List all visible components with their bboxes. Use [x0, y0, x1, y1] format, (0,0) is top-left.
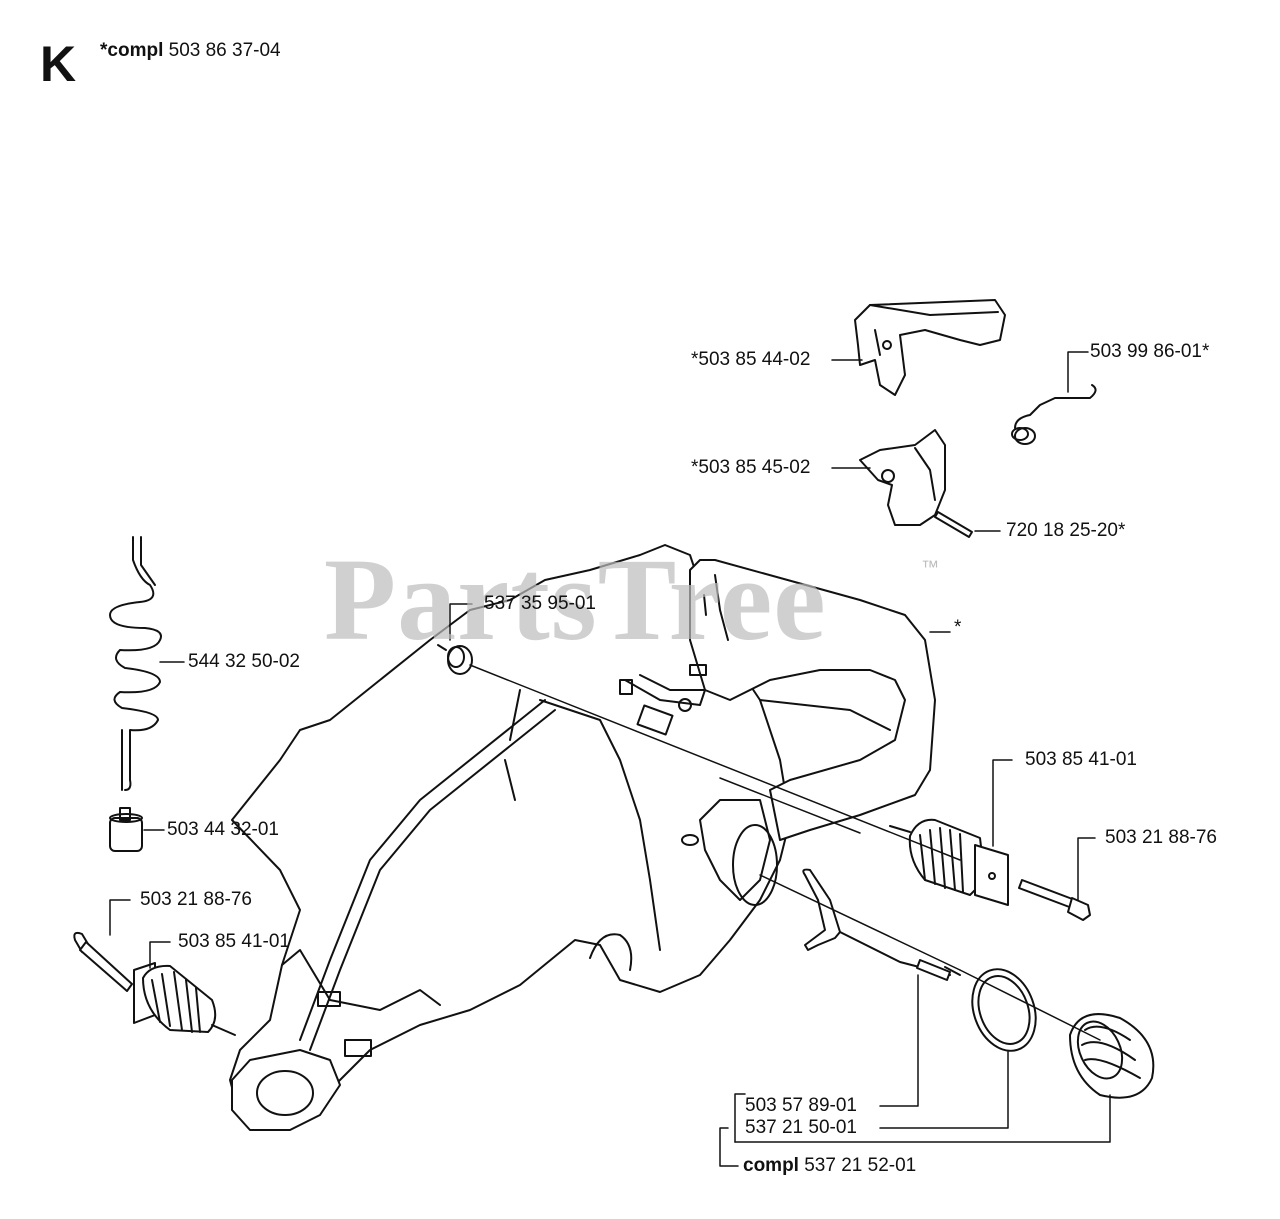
spring-wire-drawing — [1011, 384, 1097, 445]
part-label-fuel-filter[interactable]: 503 44 32-01 — [167, 819, 279, 840]
compl-number: 503 86 37-04 — [168, 40, 281, 61]
part-label-screw-right[interactable]: 503 21 88-76 — [1105, 827, 1217, 848]
screw-right-drawing — [1018, 879, 1091, 921]
throttle-lockout-drawing — [854, 299, 1006, 396]
fuel-cap-drawing — [1069, 1013, 1155, 1099]
fuel-hose-drawing — [109, 536, 162, 791]
part-label-pin[interactable]: 720 18 25-20* — [1006, 520, 1126, 541]
assembly-compl-label: *compl 503 86 37-04 — [100, 40, 281, 62]
part-label-buffer[interactable]: 537 35 95-01 — [484, 593, 596, 614]
part-label-av-element-right[interactable]: 503 85 41-01 — [1025, 749, 1137, 770]
part-label-fuel-hose[interactable]: 544 32 50-02 — [188, 651, 300, 672]
leader-lines — [109, 351, 1111, 1167]
av-element-left-drawing — [133, 962, 236, 1036]
screw-left-drawing — [73, 931, 133, 992]
compl-prefix: *compl — [100, 40, 164, 61]
part-label-cap-compl[interactable]: compl 537 21 52-01 — [743, 1155, 916, 1177]
cap-cable-drawing — [802, 868, 961, 981]
section-letter: K — [40, 36, 77, 92]
part-label-av-element-left[interactable]: 503 85 41-01 — [178, 931, 290, 952]
part-label-throttle-lockout[interactable]: *503 85 44-02 — [691, 349, 811, 370]
av-element-right-drawing — [889, 818, 1009, 906]
throttle-trigger-drawing — [859, 429, 946, 526]
o-ring-drawing — [971, 968, 1037, 1052]
part-label-screw-left[interactable]: 503 21 88-76 — [140, 889, 252, 910]
part-label-o-ring[interactable]: 537 21 50-01 — [745, 1117, 857, 1138]
part-label-spring-wire[interactable]: 503 99 86-01* — [1090, 341, 1210, 362]
fuel-filter-drawing — [109, 807, 143, 852]
watermark-tm: ™ — [921, 557, 939, 577]
part-label-handle[interactable]: * — [954, 617, 962, 638]
part-label-throttle-trigger[interactable]: *503 85 45-02 — [691, 457, 811, 478]
cap-compl-number: 537 21 52-01 — [804, 1155, 917, 1176]
watermark: PartsTree — [324, 534, 827, 665]
pin-drawing — [934, 511, 973, 538]
part-label-cap-cable[interactable]: 503 57 89-01 — [745, 1095, 857, 1116]
tank-housing-drawing — [229, 544, 936, 1131]
buffer-drawing — [437, 644, 473, 675]
cap-compl-prefix: compl — [743, 1155, 799, 1176]
